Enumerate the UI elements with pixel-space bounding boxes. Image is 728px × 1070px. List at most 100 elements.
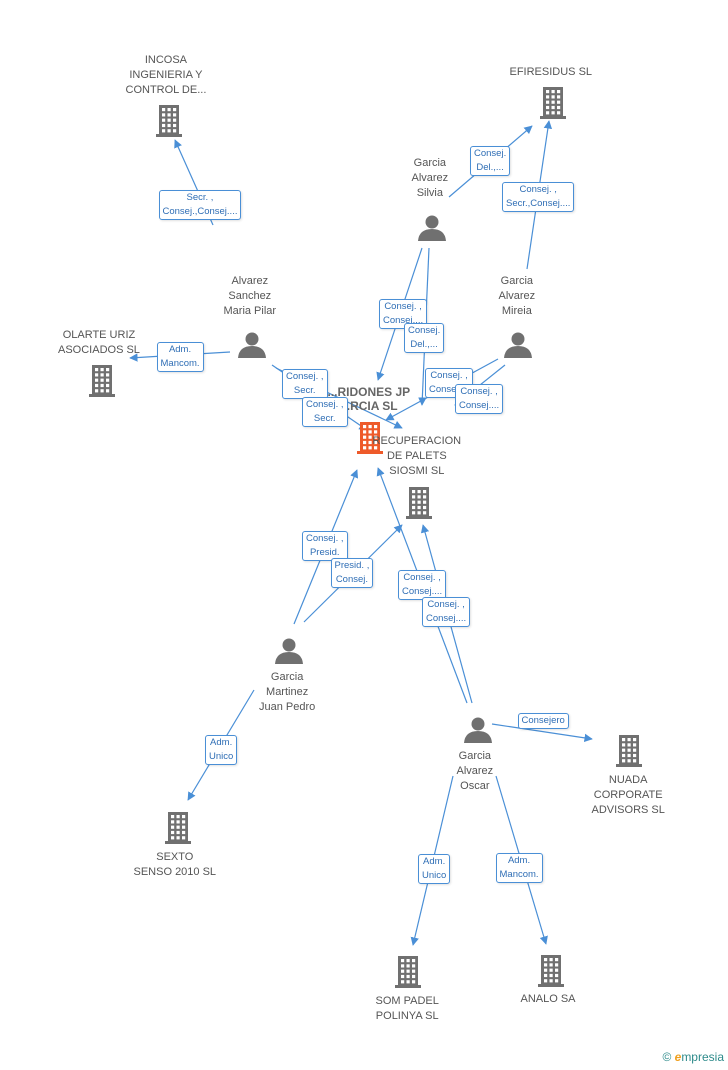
pilar-label-line: Sanchez	[228, 290, 272, 302]
edge-label-pilar-center[interactable]: Consej. , Secr.	[282, 369, 328, 399]
oscar-label-line: Alvarez	[456, 765, 494, 777]
analo-label[interactable]: ANALO SA	[521, 992, 576, 1007]
edge-label-mireia-efiresidus[interactable]: Consej. , Secr.,Consej....	[502, 182, 575, 212]
edge-label-line: Consej.	[408, 325, 441, 336]
edge-label-line: Adm.	[168, 344, 192, 355]
edge-label-line: Consej....	[429, 384, 470, 395]
edge-label-oscar-center[interactable]: Consej. , Consej....	[398, 570, 447, 600]
edge-label-line: Secr.	[313, 413, 336, 424]
edge-label-line: Mancom.	[160, 358, 200, 369]
edge-label-oscar-analo[interactable]: Adm. Mancom.	[495, 853, 543, 883]
center-building-icon[interactable]	[357, 422, 383, 454]
oscar-label-line: Oscar	[460, 780, 490, 792]
center-label-line: ...RCIA SL	[340, 399, 398, 413]
edge-label-pilar-recuperacion[interactable]: Consej. , Secr.	[302, 397, 348, 427]
silvia-person-icon[interactable]	[418, 215, 446, 242]
edge-label-juanpedro-sexto[interactable]: Adm.Unico	[205, 735, 238, 765]
nuada-label-line: NUADA	[608, 774, 648, 786]
pilar-label-line: Maria Pilar	[223, 305, 277, 317]
edge-label-line: Del.,...	[476, 162, 504, 173]
edge-label-line: Consej. ,	[403, 572, 441, 583]
olarte-label-line: OLARTE URIZ	[62, 329, 136, 341]
edge-label-line: Consej.	[474, 148, 507, 159]
edge-label-silvia-efiresidus[interactable]: Consej. Del.,...	[470, 146, 511, 176]
recuperacion-label-line: SIOSMI SL	[389, 465, 445, 477]
mireia-label-line: Garcia	[500, 275, 534, 287]
edge-label-line: Secr.	[293, 385, 316, 396]
edge-label-line: Consej. ,	[384, 301, 422, 312]
olarte-label[interactable]: OLARTE URIZ ASOCIADOS SL	[58, 328, 140, 358]
sompadel-label-line: SOM PADEL	[375, 995, 439, 1007]
edge-label-line: Consej....	[383, 315, 424, 326]
sompadel-building-icon[interactable]	[395, 956, 421, 988]
edge-label-line: Consej....	[402, 586, 443, 597]
recuperacion-building-icon[interactable]	[406, 487, 432, 519]
edge-label-juanpedro-recuperacion[interactable]: Presid. , Consej.	[330, 558, 374, 588]
edge-label-line: Consej. ,	[427, 599, 465, 610]
edge-label-line: Secr. ,	[186, 192, 214, 203]
edge-label-line: Presid.	[309, 547, 340, 558]
edge-label-oscar-sompadel[interactable]: Adm.Unico	[418, 854, 451, 884]
juanpedro-label-line: Juan Pedro	[259, 701, 316, 713]
efiresidus-building-icon[interactable]	[540, 87, 566, 119]
sexto-label-line: SEXTO	[156, 851, 194, 863]
edge-label-oscar-nuada[interactable]: Consejero	[517, 713, 569, 729]
olarte-building-icon[interactable]	[89, 365, 115, 397]
incosa-building-icon[interactable]	[156, 105, 182, 137]
silvia-label-line: Alvarez	[411, 172, 449, 184]
nuada-label-line: CORPORATE	[593, 789, 663, 801]
edge-label-line: Consej. ,	[519, 184, 557, 195]
recuperacion-label-line: RECUPERACION	[372, 435, 462, 447]
mireia-label-line: Alvarez	[498, 290, 536, 302]
edge-label-line: Mancom.	[499, 869, 539, 880]
center-label[interactable]: ...RIDONES JP...RCIA SL	[328, 385, 411, 413]
juanpedro-label-line: Garcia	[270, 671, 304, 683]
olarte-label-line: ASOCIADOS SL	[58, 344, 140, 356]
edge-label-mireia-recuperacion[interactable]: Consej. ,Consej....	[455, 384, 504, 414]
edge-label-line: Del.,...	[410, 339, 438, 350]
nuada-building-icon[interactable]	[616, 735, 642, 767]
edge-label-line: Secr.,Consej....	[506, 198, 571, 209]
oscar-person-icon[interactable]	[464, 717, 492, 744]
edge-label-line: Adm.	[507, 855, 531, 866]
incosa-label-line: CONTROL DE...	[125, 84, 207, 96]
edge-label-pilar-olarte[interactable]: Adm. Mancom.	[156, 342, 204, 372]
efiresidus-label[interactable]: EFIRESIDUS SL	[510, 65, 593, 80]
incosa-label-line: INCOSA	[144, 54, 188, 66]
mireia-label-line: Mireia	[501, 305, 532, 317]
efiresidus-label-line: EFIRESIDUS SL	[509, 66, 593, 78]
pilar-person-icon[interactable]	[238, 332, 266, 359]
edge-label-pilar-incosa[interactable]: Secr. , Consej.,Consej....	[158, 190, 242, 220]
edge-label-line: Consej.	[335, 574, 369, 585]
juanpedro-person-icon[interactable]	[275, 638, 303, 665]
edge-label-line: Consej. ,	[306, 399, 344, 410]
edge-label-oscar-recuperacion[interactable]: Consej. ,Consej....	[422, 597, 471, 627]
edge-label-line: Consej....	[459, 400, 500, 411]
empresia-brand[interactable]: © empresia	[662, 1050, 724, 1064]
copyright-symbol: ©	[662, 1050, 672, 1064]
silvia-label-line: Garcia	[413, 157, 447, 169]
edge-label-silvia-recuperacion[interactable]: Consej. Del.,...	[404, 323, 445, 353]
edge-label-line: Presid. ,	[334, 560, 370, 571]
mireia-person-icon[interactable]	[504, 332, 532, 359]
edge-label-line: Consej. ,	[286, 371, 324, 382]
edge-label-line: Consejero	[521, 715, 565, 726]
sexto-building-icon[interactable]	[165, 812, 191, 844]
analo-building-icon[interactable]	[538, 955, 564, 987]
edge-line-oscar-nuada	[491, 723, 593, 743]
edge-label-line: Consej.,Consej....	[162, 206, 238, 217]
edge-label-juanpedro-center[interactable]: Consej. ,Presid.	[302, 531, 348, 561]
edge-label-line: Consej. ,	[430, 370, 468, 381]
pilar-label-line: Alvarez	[231, 275, 269, 287]
